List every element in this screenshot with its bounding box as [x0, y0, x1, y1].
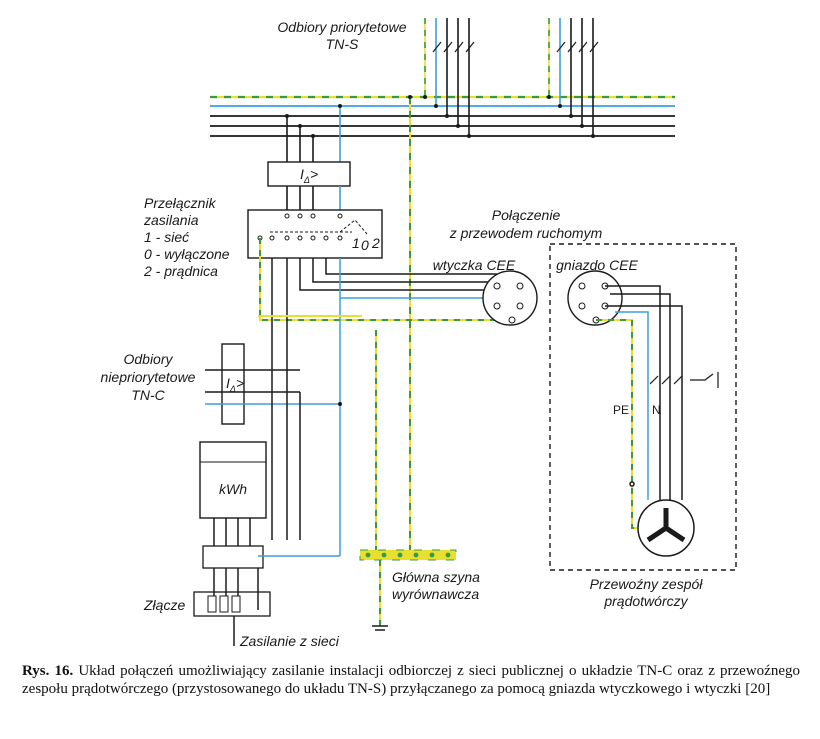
- socket-cee: [567, 270, 623, 326]
- figure-caption: Rys. 16. Układ połączeń umożliwiający za…: [22, 662, 800, 698]
- switch-label-4: 0 - wyłączone: [144, 246, 230, 262]
- switch-to-meter-wires: [271, 258, 342, 556]
- busbar-label-1: Główna szyna: [392, 569, 480, 585]
- n-label: N: [652, 403, 661, 417]
- switch-label-2: zasilania: [143, 212, 199, 228]
- connection-label-1: Połączenie: [492, 207, 561, 223]
- switch-pos-1: 1: [352, 235, 360, 251]
- plug-cee: [482, 270, 538, 326]
- generator-label-2: prądotwórczy: [603, 593, 688, 609]
- fuse-block: [193, 545, 340, 646]
- switch-label-5: 2 - prądnica: [143, 263, 218, 279]
- priority-loads-label-2: TN-S: [326, 36, 359, 52]
- meter-label: kWh: [219, 481, 247, 497]
- generator-label-1: Przewoźny zespół: [590, 576, 704, 592]
- equipotential-bar: [258, 315, 457, 631]
- main-bus: [210, 95, 675, 137]
- caption-text: Układ połączeń umożliwiający zasilanie i…: [22, 663, 800, 697]
- wiring-diagram: Odbiory priorytetowe TN-S IΔ> 1 0 2 Prze…: [101, 18, 737, 649]
- priority-loads-group-1: [423, 18, 475, 138]
- rcd-upper: [267, 104, 351, 210]
- pe-main-line: [408, 95, 412, 556]
- generator-symbol: [637, 499, 695, 557]
- socket-label: gniazdo CEE: [556, 257, 638, 273]
- busbar-label-2: wyrównawcza: [392, 586, 479, 602]
- transfer-switch: [247, 209, 383, 259]
- non-priority-label-2: niepriorytetowe: [101, 369, 196, 385]
- kwh-meter: [199, 441, 267, 546]
- switch-to-plug-wires: [259, 238, 512, 321]
- switch-pos-2: 2: [371, 235, 380, 251]
- priority-loads-label-1: Odbiory priorytetowe: [277, 19, 406, 35]
- non-priority-label-1: Odbiory: [123, 351, 173, 367]
- non-priority-label-3: TN-C: [131, 387, 165, 403]
- plug-label: wtyczka CEE: [433, 257, 516, 273]
- switch-pos-0: 0: [361, 237, 369, 253]
- rcd-upper-label: IΔ>: [300, 166, 318, 185]
- caption-prefix: Rys. 16.: [22, 663, 74, 679]
- priority-loads-group-2: [547, 18, 599, 138]
- pe-label: PE: [613, 403, 629, 417]
- rcd-lower-label: IΔ>: [226, 375, 244, 394]
- generator-box: [549, 243, 737, 571]
- junction-label: Złącze: [143, 597, 185, 613]
- supply-label: Zasilanie z sieci: [239, 633, 340, 649]
- connection-label-2: z przewodem ruchomym: [449, 225, 603, 241]
- switch-label-3: 1 - sieć: [144, 229, 189, 245]
- switch-label-1: Przełącznik: [144, 195, 217, 211]
